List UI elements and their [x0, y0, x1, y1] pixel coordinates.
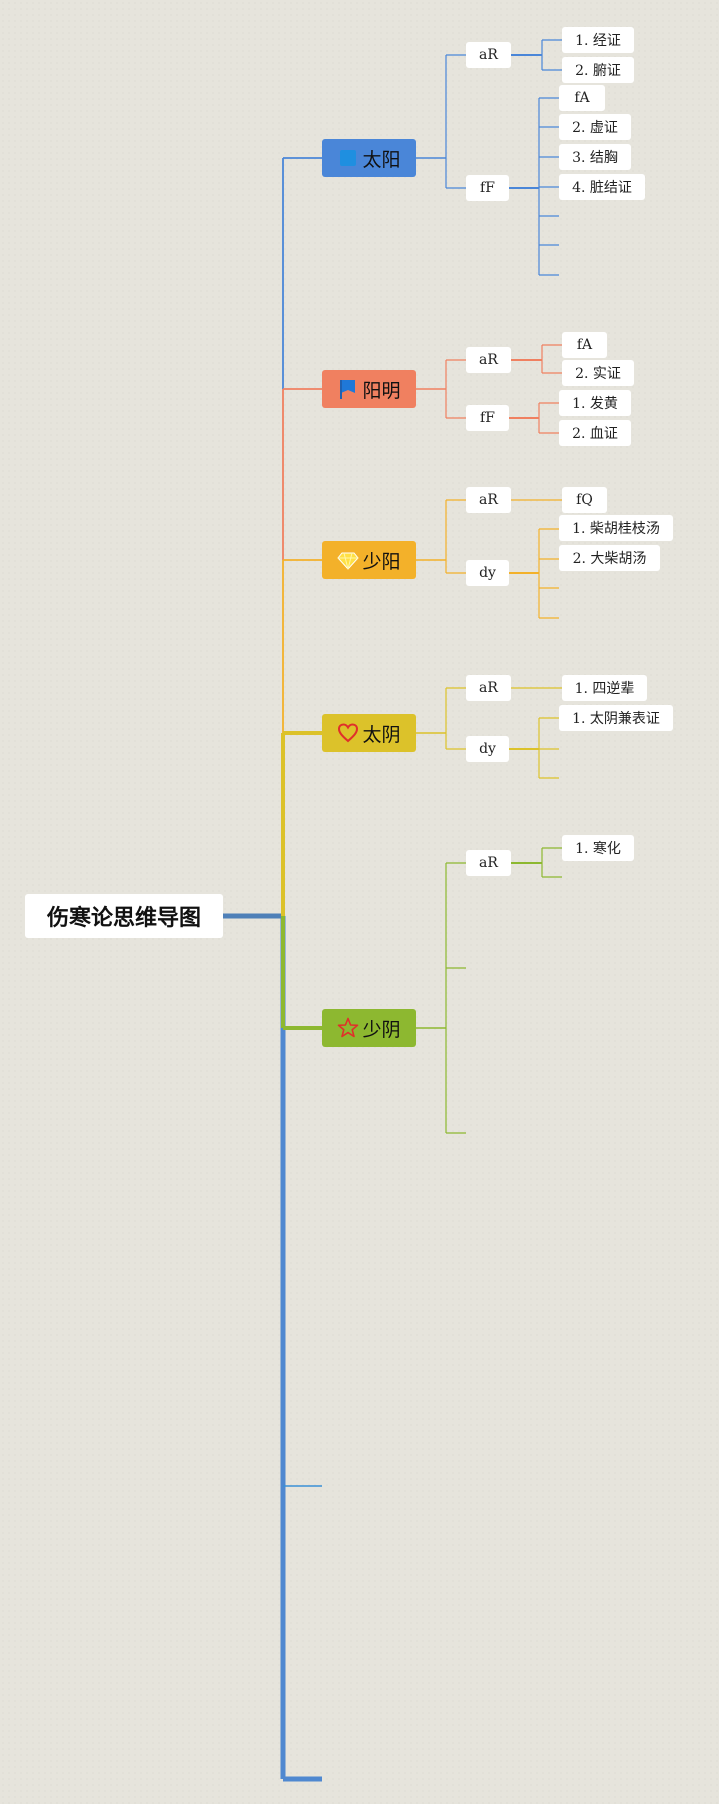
leaf-node[interactable]: 2. 血证: [559, 420, 631, 446]
leaf-node[interactable]: 2. 腑证: [562, 57, 634, 83]
leaf-node[interactable]: 4. 脏结证: [559, 174, 645, 200]
leaf-node[interactable]: fA: [559, 85, 605, 111]
leaf-node[interactable]: 1. 寒化: [562, 835, 634, 861]
sub-node[interactable]: aR: [466, 347, 511, 373]
root-title: 伤寒论思维导图: [46, 906, 201, 931]
sub-node[interactable]: aR: [466, 42, 511, 68]
topic-taiyang[interactable]: 太阳: [322, 139, 416, 177]
sub-node[interactable]: dy: [466, 736, 509, 762]
leaf-node[interactable]: 1. 柴胡桂枝汤: [559, 515, 673, 541]
heart-icon: [337, 722, 359, 744]
topic-label: 太阳: [362, 148, 401, 171]
topic-yangming[interactable]: 阳明: [322, 370, 416, 408]
leaf-node[interactable]: 1. 发黄: [559, 390, 631, 416]
leaf-node[interactable]: 2. 大柴胡汤: [559, 545, 660, 571]
leaf-node[interactable]: 2. 虚证: [559, 114, 631, 140]
sub-node[interactable]: aR: [466, 487, 511, 513]
root-topic[interactable]: 伤寒论思维导图: [25, 894, 223, 938]
leaf-node[interactable]: fQ: [562, 487, 607, 513]
sub-node[interactable]: fF: [466, 175, 509, 201]
star-icon: [337, 1017, 359, 1039]
blue-square-icon: [337, 147, 359, 169]
leaf-node[interactable]: 2. 实证: [562, 360, 634, 386]
topic-label: 少阳: [362, 550, 401, 573]
leaf-node[interactable]: fA: [562, 332, 607, 358]
leaf-node[interactable]: 1. 经证: [562, 27, 634, 53]
leaf-node[interactable]: 1. 太阴兼表证: [559, 705, 673, 731]
topic-label: 阳明: [362, 379, 401, 402]
topic-shaoyin[interactable]: 少阴: [322, 1009, 416, 1047]
topic-shaoyang[interactable]: 少阳: [322, 541, 416, 579]
sub-node[interactable]: aR: [466, 850, 511, 876]
leaf-node[interactable]: 3. 结胸: [559, 144, 631, 170]
leaf-node[interactable]: 1. 四逆辈: [562, 675, 647, 701]
sub-node[interactable]: fF: [466, 405, 509, 431]
sub-node[interactable]: dy: [466, 560, 509, 586]
sub-node[interactable]: aR: [466, 675, 511, 701]
gem-icon: [337, 549, 360, 571]
topic-label: 太阴: [362, 723, 401, 746]
blue-flag-icon: [337, 378, 359, 400]
topic-taiyin[interactable]: 太阴: [322, 714, 416, 752]
topic-label: 少阴: [362, 1018, 401, 1041]
